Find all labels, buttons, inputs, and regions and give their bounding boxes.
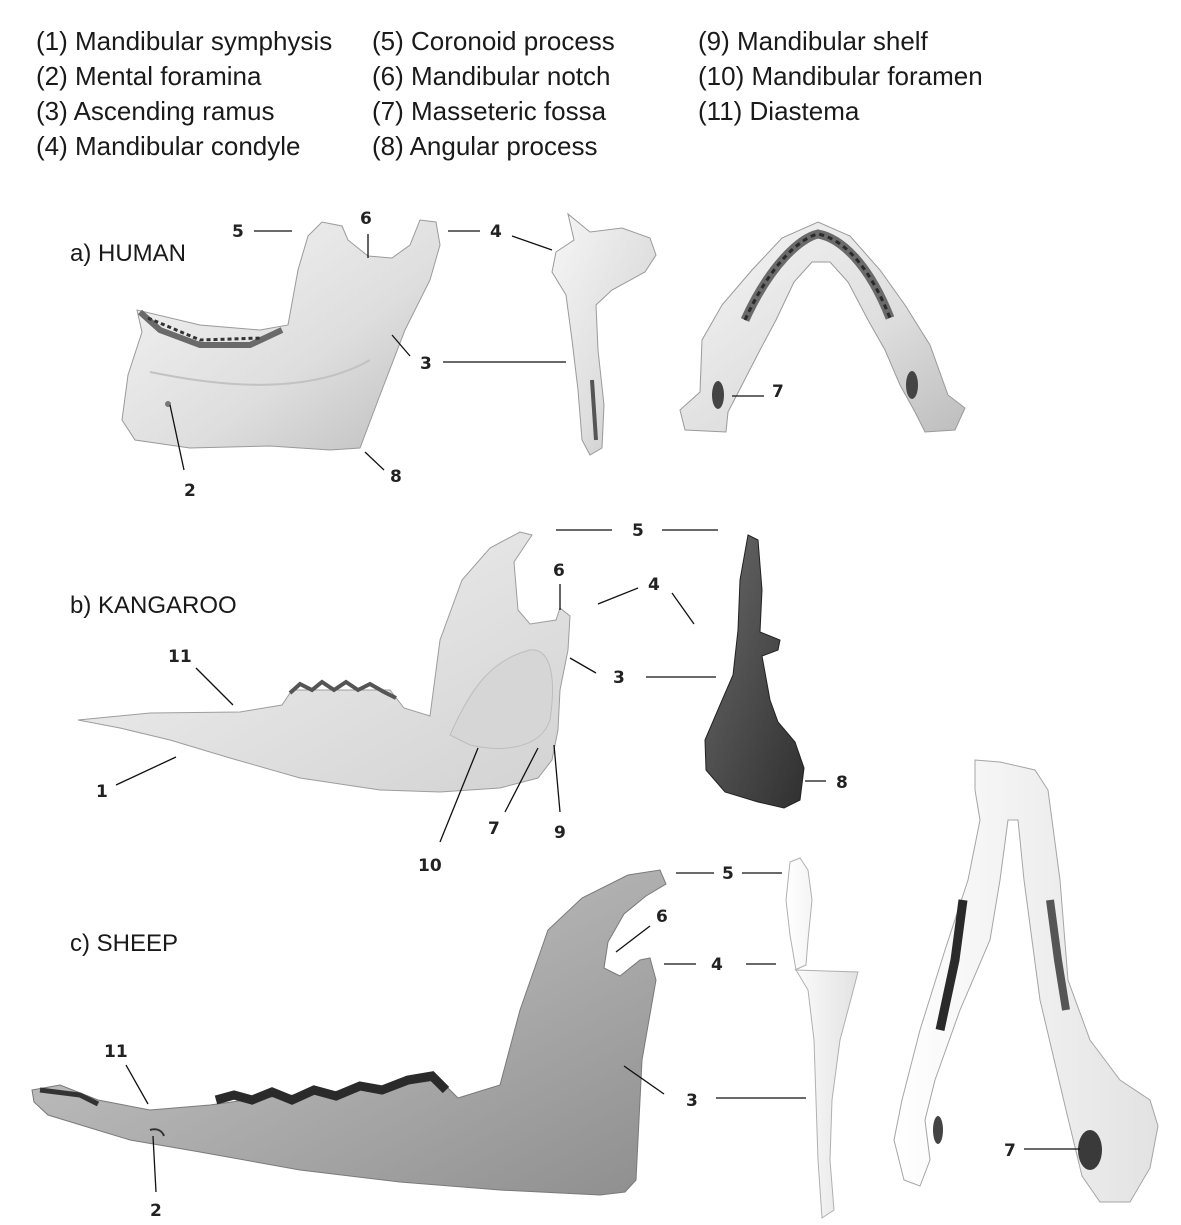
sheep-label-4: 4 bbox=[711, 955, 723, 975]
sheep-label-6: 6 bbox=[656, 907, 668, 927]
sheep-labels: 5 6 4 11 3 2 7 bbox=[104, 864, 1080, 1221]
kangaroo-label-4: 4 bbox=[648, 575, 660, 595]
human-label-8: 8 bbox=[390, 467, 402, 487]
legend-item-11: (11) Diastema bbox=[698, 96, 860, 126]
legend-item-2: (2) Mental foramina bbox=[36, 61, 262, 91]
kangaroo-label-5: 5 bbox=[632, 521, 644, 541]
legend-item-5: (5) Coronoid process bbox=[372, 26, 615, 56]
kangaroo-label-1: 1 bbox=[96, 782, 108, 802]
human-label-7: 7 bbox=[772, 382, 784, 402]
sheep-lateral-mandible bbox=[31, 869, 667, 1196]
human-labels: 5 6 4 3 2 8 7 bbox=[169, 209, 784, 501]
panel-title-kangaroo: b) KANGAROO bbox=[70, 592, 237, 619]
legend-item-1: (1) Mandibular symphysis bbox=[36, 26, 333, 56]
kangaroo-label-9: 9 bbox=[554, 823, 566, 843]
panel-title-sheep: c) SHEEP bbox=[70, 930, 179, 957]
kangaroo-labels: 5 6 4 11 3 1 8 10 7 9 bbox=[96, 521, 848, 876]
kangaroo-label-11: 11 bbox=[168, 647, 192, 667]
sheep-label-11: 11 bbox=[104, 1042, 128, 1062]
panel-title-human: a) HUMAN bbox=[70, 240, 187, 267]
sheep-label-3: 3 bbox=[686, 1091, 698, 1111]
legend-item-9: (9) Mandibular shelf bbox=[698, 26, 928, 56]
human-superior-mandible bbox=[679, 221, 966, 433]
legend-item-7: (7) Masseteric fossa bbox=[372, 96, 607, 126]
legend-item-10: (10) Mandibular foramen bbox=[698, 61, 983, 91]
kangaroo-posterior-view bbox=[704, 534, 805, 809]
sheep-label-7: 7 bbox=[1004, 1141, 1016, 1161]
sheep-superior-mandible bbox=[893, 759, 1159, 1203]
human-label-6: 6 bbox=[360, 209, 372, 229]
legend-item-8: (8) Angular process bbox=[372, 131, 598, 161]
human-lateral-mandible bbox=[121, 219, 441, 451]
human-label-3: 3 bbox=[420, 354, 432, 374]
sheep-posterior-view bbox=[785, 857, 859, 1219]
sheep-label-5: 5 bbox=[722, 864, 734, 884]
legend-item-3: (3) Ascending ramus bbox=[36, 96, 275, 126]
human-label-5: 5 bbox=[232, 222, 244, 242]
kangaroo-label-8: 8 bbox=[836, 773, 848, 793]
kangaroo-label-10: 10 bbox=[418, 856, 442, 876]
kangaroo-label-7: 7 bbox=[488, 819, 500, 839]
human-label-2: 2 bbox=[184, 481, 196, 501]
kangaroo-label-3: 3 bbox=[613, 668, 625, 688]
kangaroo-label-6: 6 bbox=[553, 561, 565, 581]
sheep-label-2: 2 bbox=[150, 1201, 162, 1221]
kangaroo-lateral-mandible bbox=[77, 531, 571, 793]
human-posterior-ramus bbox=[551, 212, 657, 456]
human-label-4: 4 bbox=[490, 222, 502, 242]
legend-item-4: (4) Mandibular condyle bbox=[36, 131, 301, 161]
legend-item-6: (6) Mandibular notch bbox=[372, 61, 611, 91]
